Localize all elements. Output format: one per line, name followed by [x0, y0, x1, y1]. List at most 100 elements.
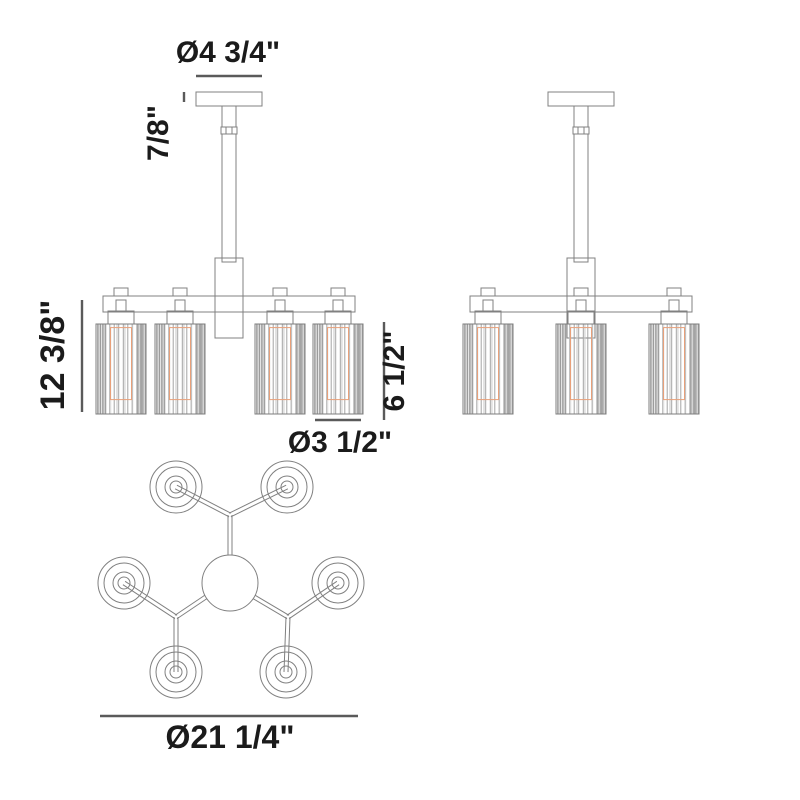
- shade-body-outline: [555, 323, 607, 415]
- shade-rib-band-0: [557, 324, 559, 414]
- shade-stem: [115, 299, 127, 313]
- dimension-lines: [80, 74, 386, 718]
- central-hub: [214, 257, 244, 339]
- shade-inner-band-2: [676, 324, 679, 414]
- stem-lower: [221, 133, 237, 263]
- plan-shade-ring-0-0-1: [164, 475, 188, 499]
- shade-inner-band-3: [131, 324, 134, 414]
- shade-inner-band-1: [275, 324, 278, 414]
- shade-rib-band-4: [196, 324, 198, 414]
- canopy-plate: [195, 91, 263, 107]
- shade-socket-cup: [324, 310, 352, 325]
- arm-0-branch-0-edge-0: [174, 488, 230, 518]
- plan-shade-outer-2-0: [97, 556, 151, 610]
- shade-rib-band-6: [142, 324, 144, 414]
- socket-riser-0: [480, 287, 496, 297]
- arm-1-edge-0: [254, 594, 290, 616]
- bulb-outline: [327, 327, 349, 401]
- crossbar-arm: [469, 295, 693, 313]
- shade-rib-band-2: [319, 324, 321, 414]
- shade-rib-band-5: [139, 324, 142, 414]
- shade-rib-band-0: [464, 324, 466, 414]
- shade-inner-band-1: [483, 324, 486, 414]
- plan-shade-ring-2-0-0: [103, 562, 145, 604]
- shade-socket-cup: [166, 310, 194, 325]
- plan-shade-ring-1-0-2: [331, 576, 345, 590]
- shade: [648, 299, 700, 415]
- shade-socket-cup: [266, 310, 294, 325]
- plan-shade-ring-1-0-1: [326, 571, 350, 595]
- view-front: [95, 91, 364, 415]
- plan-central-hub: [201, 554, 259, 612]
- plan-shade-outer-1-1: [259, 645, 313, 699]
- shade: [154, 299, 206, 415]
- bulb-outline: [477, 327, 499, 401]
- plan-shade-ring-0-1-1: [275, 475, 299, 499]
- shade-rib-band-7: [303, 324, 306, 414]
- shade-rib-band-6: [301, 324, 303, 414]
- shade-rib-band-2: [562, 324, 564, 414]
- shade-rib-band-6: [695, 324, 697, 414]
- arm-0-branch-1-edge-0: [228, 484, 287, 514]
- plan-shade-ring-0-0-0: [155, 466, 197, 508]
- shade-rib-band-7: [511, 324, 514, 414]
- shade-rib-band-7: [203, 324, 206, 414]
- arm-1-branch-0-edge-0: [286, 580, 338, 616]
- shade-inner-band-3: [348, 324, 351, 414]
- stem-coupling: [572, 126, 590, 135]
- shade-inner-band-2: [182, 324, 185, 414]
- shade-body-outline: [648, 323, 700, 415]
- shade-inner-band-1: [333, 324, 336, 414]
- arm-1-edge-1: [252, 598, 288, 620]
- plan-shade-ring-1-1-2: [279, 665, 293, 679]
- dimension-label-canopy-diameter: Ø4 3/4": [176, 36, 280, 69]
- shade-inner-band-1: [175, 324, 178, 414]
- stem-coupling: [220, 126, 238, 135]
- shade-inner-band-2: [490, 324, 493, 414]
- socket-riser-0: [113, 287, 129, 297]
- shade-rib-band-4: [354, 324, 356, 414]
- bulb-outline: [570, 327, 592, 401]
- shade-inner-band-1: [576, 324, 579, 414]
- plan-shade-ring-1-0-0: [317, 562, 359, 604]
- shade-rib-band-2: [469, 324, 471, 414]
- stem-upper: [573, 105, 589, 128]
- shade-rib-band-4: [597, 324, 599, 414]
- shade-rib-band-2: [102, 324, 104, 414]
- shade: [555, 299, 607, 415]
- shade-rib-band-0: [156, 324, 158, 414]
- dimension-labels: Ø4 3/4"7/8"12 3/8"6 1/2"Ø3 1/2"Ø21 1/4": [34, 36, 411, 755]
- shade-rib-band-7: [144, 324, 147, 414]
- shade-rib-band-5: [599, 324, 602, 414]
- socket-riser-3: [330, 287, 346, 297]
- shade: [462, 299, 514, 415]
- plan-shade-ring-0-1-0: [266, 466, 308, 508]
- shade-rib-band-0: [97, 324, 99, 414]
- plan-shade-ring-0-1-2: [280, 480, 294, 494]
- plan-shade-outer-0-0: [149, 460, 203, 514]
- shade-rib-band-5: [298, 324, 301, 414]
- shade-socket-cup: [474, 310, 502, 325]
- plan-shade-ring-2-0-2: [117, 576, 131, 590]
- shade-rib-band-6: [602, 324, 604, 414]
- shade-rib-band-5: [692, 324, 695, 414]
- bulb-outline: [169, 327, 191, 401]
- plan-shade-ring-2-1-0: [155, 651, 197, 693]
- arm-2-edge-1: [174, 594, 206, 616]
- shade: [312, 299, 364, 415]
- view-side: [462, 91, 700, 415]
- shade-rib-band-2: [655, 324, 657, 414]
- plan-shade-ring-0-0-2: [169, 480, 183, 494]
- shade-inner-band-1: [116, 324, 119, 414]
- plan-shade-outer-0-1: [260, 460, 314, 514]
- shade-inner-band-2: [123, 324, 126, 414]
- arm-1-branch-1-edge-0: [287, 617, 291, 673]
- shade-stem: [332, 299, 344, 313]
- central-hub: [566, 257, 596, 339]
- shade-rib-band-0: [256, 324, 258, 414]
- arm-2-edge-0: [176, 598, 208, 620]
- view-plan: [97, 460, 365, 699]
- shade-body-outline: [95, 323, 147, 415]
- arm-1-branch-0-edge-1: [288, 584, 340, 620]
